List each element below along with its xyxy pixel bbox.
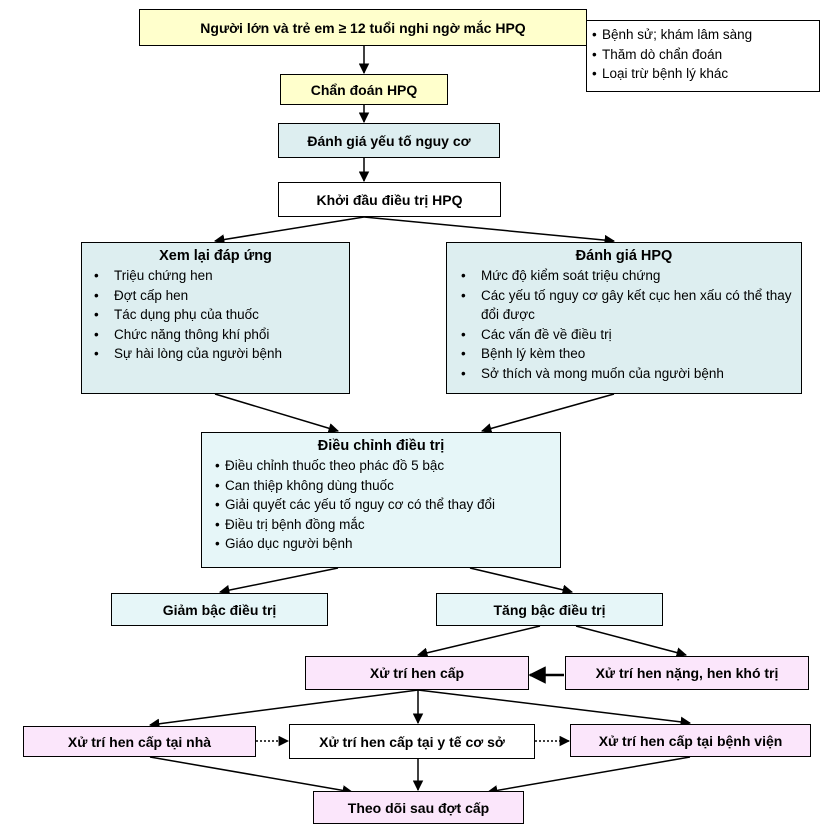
arrow-home-followup: [149, 756, 354, 796]
review-item: Sự hài lòng của người bệnh: [86, 344, 345, 364]
node-hospital: Xử trí hen cấp tại bệnh viện: [570, 724, 811, 757]
adjust-item: Giáo dục người bệnh: [214, 534, 548, 554]
arrow-start-review: [213, 216, 365, 245]
node-step-up: Tăng bậc điều trị: [436, 593, 663, 626]
node-clinic: Xử trí hen cấp tại y tế cơ sở: [289, 724, 535, 759]
arrow-acute-home: [148, 689, 419, 729]
node-assess: Đánh giá HPQ Mức độ kiểm soát triệu chứn…: [446, 242, 802, 394]
node-step-down: Giảm bậc điều trị: [111, 593, 328, 626]
node-severe: Xử trí hen nặng, hen khó trị: [565, 656, 809, 690]
diag-note: Loại trừ bệnh lý khác: [591, 64, 815, 84]
review-item: Tác dụng phụ của thuốc: [86, 305, 345, 325]
node-start: Khởi đầu điều trị HPQ: [278, 182, 501, 217]
adjust-item: Điều chỉnh thuốc theo phác đồ 5 bậc: [214, 456, 548, 476]
node-suspect: Người lớn và trẻ em ≥ 12 tuổi nghi ngờ m…: [139, 9, 587, 46]
review-item: Chức năng thông khí phổi: [86, 325, 345, 345]
node-diagnosis: Chẩn đoán HPQ: [280, 74, 448, 105]
arrow-hospital-followup: [486, 756, 691, 796]
arrow-start-assess: [363, 216, 616, 246]
diag-note: Thăm dò chẩn đoán: [591, 45, 815, 65]
diag-note: Bệnh sử; khám lâm sàng: [591, 25, 815, 45]
arrow-assess-adjust: [480, 393, 615, 434]
adjust-item: Can thiệp không dùng thuốc: [214, 476, 548, 496]
arrow-stepup-acute: [416, 625, 541, 658]
diagnosis-notes: Bệnh sử; khám lâm sàng Thăm dò chẩn đoán…: [586, 20, 820, 92]
review-title: Xem lại đáp ứng: [159, 248, 272, 264]
node-acute: Xử trí hen cấp: [305, 656, 529, 690]
arrow-adjust-stepdown: [218, 567, 339, 596]
node-risk: Đánh giá yếu tố nguy cơ: [278, 123, 500, 158]
assess-item: Sở thích và mong muốn của người bệnh: [453, 364, 795, 384]
node-adjust: Điều chỉnh điều trị Điều chỉnh thuốc the…: [201, 432, 561, 568]
adjust-title: Điều chỉnh điều trị: [317, 438, 445, 454]
review-item: Triệu chứng hen: [86, 266, 345, 286]
arrow-acute-hospital: [417, 689, 692, 728]
arrow-adjust-stepup: [469, 567, 574, 595]
adjust-item: Điều trị bệnh đồng mắc: [214, 515, 548, 535]
assess-title: Đánh giá HPQ: [575, 248, 673, 264]
assess-item: Các yếu tố nguy cơ gây kết cục hen xấu c…: [453, 286, 795, 325]
assess-item: Các vấn đề về điều trị: [453, 325, 795, 345]
adjust-item: Giải quyết các yếu tố nguy cơ có thể tha…: [214, 495, 548, 515]
review-item: Đợt cấp hen: [86, 286, 345, 306]
assess-item: Mức độ kiểm soát triệu chứng: [453, 266, 795, 286]
arrow-stepup-severe: [575, 625, 688, 658]
arrow-review-adjust: [214, 393, 340, 434]
node-review: Xem lại đáp ứng Triệu chứng hen Đợt cấp …: [81, 242, 350, 394]
node-followup: Theo dõi sau đợt cấp: [313, 791, 524, 824]
assess-item: Bệnh lý kèm theo: [453, 344, 795, 364]
node-home: Xử trí hen cấp tại nhà: [23, 726, 256, 757]
